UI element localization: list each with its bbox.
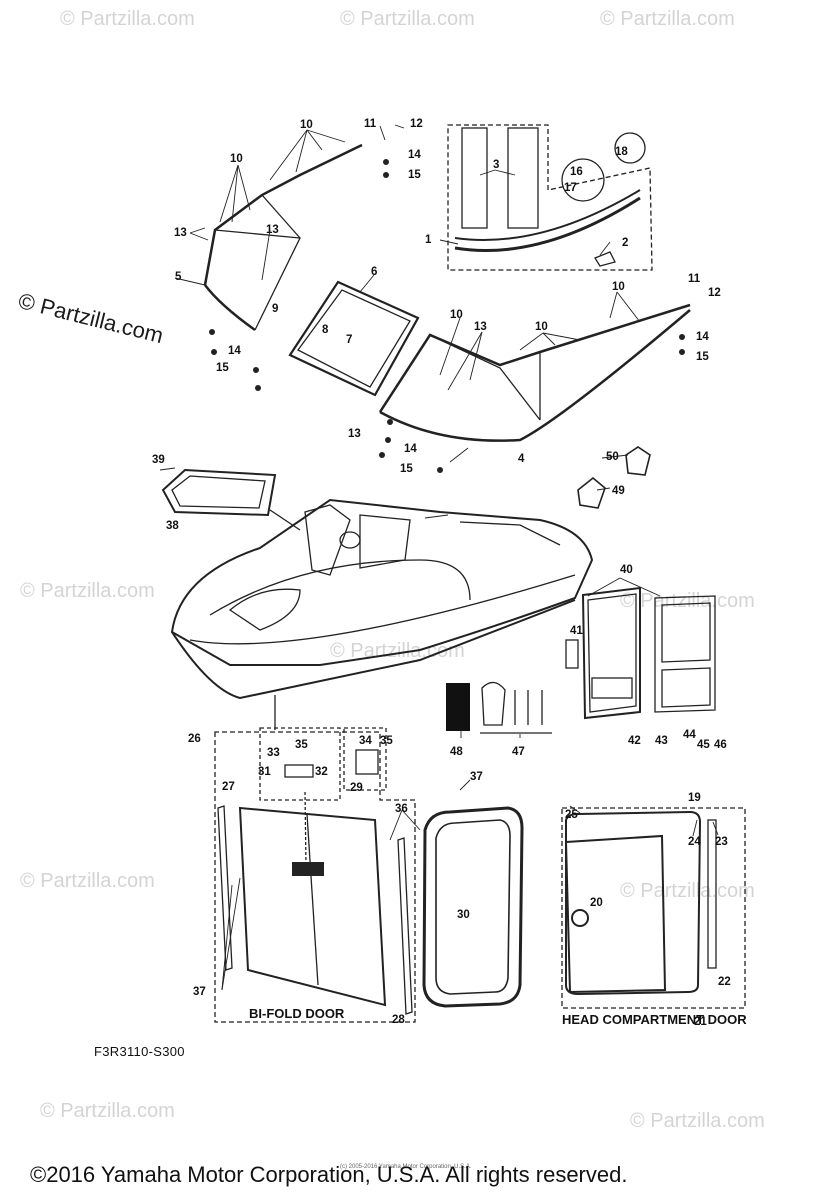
callout-label: 31 [258, 766, 271, 778]
bifold-door-caption: BI-FOLD DOOR [249, 1006, 345, 1021]
callout-label: 12 [410, 118, 423, 130]
head-door-group [561, 807, 746, 1009]
callout-label: 37 [470, 771, 483, 783]
callout-label: 27 [222, 781, 235, 793]
watermark: © Partzilla.com [620, 880, 755, 902]
callout-label: 38 [166, 520, 179, 532]
callout-label: 36 [395, 803, 408, 815]
bow-fittings [577, 446, 651, 509]
callout-label: 48 [450, 746, 463, 758]
callout-label: 23 [715, 836, 728, 848]
callout-label: 43 [655, 735, 668, 747]
callout-label: 7 [346, 334, 352, 346]
diagram-code: F3R3110-S300 [94, 1044, 185, 1059]
callout-label: 12 [708, 287, 721, 299]
callout-label: 24 [688, 836, 701, 848]
callout-label: 16 [570, 166, 583, 178]
callout-label: 26 [188, 733, 201, 745]
callout-label: 2 [622, 237, 628, 249]
callout-label: 10 [612, 281, 625, 293]
callout-label: 17 [564, 182, 577, 194]
callout-label: 50 [606, 451, 619, 463]
callout-label: 45 [697, 739, 710, 751]
callout-label: 30 [457, 909, 470, 921]
callout-label: 5 [175, 271, 182, 283]
watermark: © Partzilla.com [20, 580, 155, 602]
head-door-caption: HEAD COMPARTMENT DOOR [562, 1012, 747, 1027]
callout-label: 42 [628, 735, 641, 747]
clip-callout-circle [614, 132, 646, 164]
callout-label: 35 [380, 735, 393, 747]
callout-label: 13 [348, 428, 361, 440]
trim-kit-box [447, 124, 653, 271]
callout-label: 22 [718, 976, 731, 988]
callout-label: 14 [696, 331, 709, 343]
callout-label: 49 [612, 485, 625, 497]
callout-label: 40 [620, 564, 633, 576]
callout-label: 13 [474, 321, 487, 333]
callout-label: 14 [228, 345, 241, 357]
watermark: © Partzilla.com [60, 8, 195, 30]
tool-kit [480, 681, 552, 734]
screw-set-callout-circle [561, 158, 605, 202]
callout-label: 11 [364, 118, 377, 130]
callout-label: 15 [408, 169, 421, 181]
callout-label: 10 [450, 309, 463, 321]
watermark: © Partzilla.com [600, 8, 735, 30]
watermark: © Partzilla.com [20, 870, 155, 892]
callout-label: 10 [300, 119, 313, 131]
callout-label: 13 [266, 224, 279, 236]
callout-label: 11 [688, 273, 701, 285]
fine-print: (c) 2005-2016 Yamaha Motor Corporation, … [340, 1164, 472, 1170]
callout-label: 33 [267, 747, 280, 759]
tray [161, 468, 277, 517]
callout-label: 25 [565, 809, 578, 821]
callout-label: 34 [359, 735, 372, 747]
callout-label: 35 [295, 739, 308, 751]
callout-label: 9 [272, 303, 278, 315]
callout-label: 41 [570, 625, 583, 637]
callout-label: 3 [493, 159, 499, 171]
copyright-notice: ©2016 Yamaha Motor Corporation, U.S.A. A… [30, 1162, 628, 1187]
callout-label: 32 [315, 766, 328, 778]
callout-label: 4 [518, 453, 525, 465]
callout-label: 10 [230, 153, 243, 165]
callout-label: 20 [590, 897, 603, 909]
boat-hull [170, 498, 594, 730]
callout-label: 18 [615, 146, 628, 158]
callout-label: 15 [216, 362, 229, 374]
windshield-frame [203, 143, 691, 473]
callout-label: 1 [425, 234, 432, 246]
callout-label: 14 [404, 443, 417, 455]
callout-label: 8 [322, 324, 329, 336]
door-gasket [422, 806, 524, 1008]
callout-label: 37 [193, 986, 206, 998]
callout-label: 19 [688, 792, 701, 804]
callout-labels: 1 2 3 4 5 6 7 8 9 10 10 10 10 10 11 11 1… [152, 118, 731, 1028]
callout-label: 15 [400, 463, 413, 475]
callout-label: 28 [392, 1014, 405, 1026]
callout-label: 21 [694, 1016, 707, 1028]
callout-label: 6 [371, 266, 377, 278]
watermark: © Partzilla.com [630, 1110, 765, 1132]
callout-label: 13 [174, 227, 187, 239]
watermark: © Partzilla.com [620, 590, 755, 612]
leader-lines [159, 124, 719, 991]
storage-panel [565, 586, 716, 720]
callout-label: 47 [512, 746, 525, 758]
watermark: © Partzilla.com [40, 1100, 175, 1122]
callout-label: 44 [683, 729, 696, 741]
callout-label: 10 [535, 321, 548, 333]
bifold-door-group [214, 727, 416, 1023]
callout-label: 29 [350, 782, 363, 794]
caution-label [446, 683, 470, 731]
callout-label: 15 [696, 351, 709, 363]
callout-label: 14 [408, 149, 421, 161]
watermark: © Partzilla.com [340, 8, 475, 30]
callout-label: 46 [714, 739, 727, 751]
callout-label: 39 [152, 454, 165, 466]
